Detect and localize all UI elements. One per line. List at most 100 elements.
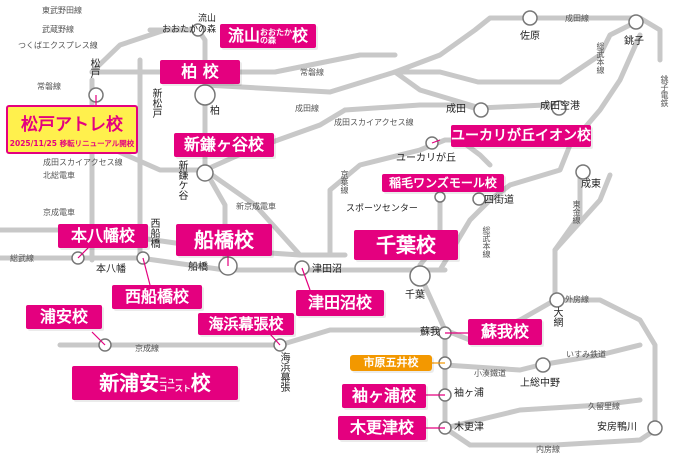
school-nagareyama-sub: おおたかの森 bbox=[260, 27, 292, 45]
station-label-chiba: 千葉 bbox=[405, 290, 425, 301]
station-label-funabashi: 船橋 bbox=[188, 262, 208, 273]
school-matsudo-atre[interactable]: 松戸アトレ校 2025/11/25 移転リニューアル開校 bbox=[6, 105, 138, 154]
togane-line bbox=[552, 172, 613, 253]
school-soga[interactable]: 蘇我校 bbox=[468, 319, 542, 345]
station-label-yukarigaoka: ユーカリが丘 bbox=[396, 153, 456, 164]
sobu-main-east bbox=[437, 32, 643, 273]
line-label-shin-keisei: 新京成電車 bbox=[236, 202, 276, 211]
station-label-motoyawata: 本八幡 bbox=[96, 264, 126, 275]
station-marker-narita bbox=[473, 102, 489, 118]
station-marker-kazusa-nakano bbox=[535, 357, 551, 373]
line-label-keiyo: 京葉線 bbox=[340, 170, 349, 194]
station-label-nishifunabashi: 西船橋 bbox=[148, 218, 159, 248]
line-label-narita-mid: 成田線 bbox=[295, 104, 319, 113]
line-label-sobu-left: 総武線 bbox=[10, 254, 34, 263]
station-label-makuhari: 海浜幕張 bbox=[278, 352, 289, 392]
school-yukarigaoka-aeon[interactable]: ユーカリが丘イオン校 bbox=[451, 125, 591, 147]
line-label-togane: 東金線 bbox=[572, 200, 581, 224]
connector-urayasu bbox=[91, 331, 106, 346]
school-nagareyama-main: 流山 bbox=[227, 26, 260, 45]
school-tsudanuma[interactable]: 津田沼校 bbox=[296, 290, 384, 316]
school-nishifunabashi[interactable]: 西船橋校 bbox=[112, 285, 202, 309]
school-nagareyama[interactable]: 流山おおたかの森校 bbox=[220, 24, 316, 48]
line-label-sotobo: 外房線 bbox=[565, 295, 589, 304]
kururi-line bbox=[442, 397, 643, 431]
station-label-sodegaura: 袖ヶ浦 bbox=[454, 388, 484, 399]
school-nagareyama-suffix: 校 bbox=[292, 26, 309, 45]
school-kisarazu[interactable]: 木更津校 bbox=[338, 416, 426, 440]
line-label-keisei-left: 京成電車 bbox=[43, 208, 75, 217]
sotobo-line-south bbox=[552, 297, 658, 433]
line-label-sobu-main: 総武本線 bbox=[596, 42, 605, 74]
school-shin-urayasu-suffix: 校 bbox=[190, 371, 211, 395]
school-kashiwa[interactable]: 柏 校 bbox=[160, 60, 240, 84]
station-label-oami: 大網 bbox=[551, 307, 562, 327]
connector-yukarigaoka bbox=[431, 139, 441, 144]
shin-keisei-line bbox=[202, 167, 303, 258]
station-label-kazusa-nakano: 上総中野 bbox=[520, 378, 560, 389]
narita-line-east bbox=[392, 17, 643, 85]
narita-line-north bbox=[392, 15, 663, 75]
station-label-matsudo: 松戸 bbox=[88, 58, 99, 78]
station-label-kashiwa: 柏 bbox=[210, 106, 220, 117]
school-matsudo-atre-name: 松戸アトレ校 bbox=[21, 115, 123, 135]
school-motoyawata[interactable]: 本八幡校 bbox=[58, 224, 148, 248]
line-label-tsukuba: つくばエクスプレス線 bbox=[18, 41, 98, 50]
line-label-narita-top: 成田線 bbox=[565, 14, 589, 23]
station-marker-otakanomori bbox=[191, 23, 205, 37]
station-label-tsudanuma: 津田沼 bbox=[312, 264, 342, 275]
station-marker-kashiwa bbox=[194, 84, 216, 106]
station-marker-yotsukaido bbox=[472, 192, 486, 206]
school-funabashi[interactable]: 船橋校 bbox=[176, 224, 272, 256]
line-label-tobu-noda: 東武野田線 bbox=[42, 6, 82, 15]
hokuso-line bbox=[89, 107, 348, 173]
school-inage[interactable]: 稲毛ワンズモール校 bbox=[382, 174, 504, 192]
school-shin-urayasu-main: 新浦安 bbox=[99, 371, 160, 395]
station-label-narita: 成田 bbox=[446, 104, 466, 115]
station-label-awa-kamogawa: 安房鴨川 bbox=[597, 422, 637, 433]
school-shin-urayasu[interactable]: 新浦安ニューコースト校 bbox=[72, 366, 238, 400]
station-label-sawara: 佐原 bbox=[520, 31, 540, 42]
station-label-sports-center: スポーツセンター bbox=[346, 204, 418, 214]
connector-makuhari bbox=[269, 333, 281, 346]
tobu-noda-line bbox=[89, 27, 228, 273]
isumi-line bbox=[537, 342, 643, 368]
station-marker-oami bbox=[549, 292, 565, 308]
school-ichihara-goi[interactable]: 市原五井校 bbox=[350, 355, 432, 371]
station-marker-sawara bbox=[522, 10, 538, 26]
keisei-line bbox=[0, 227, 348, 258]
station-label-soga: 蘇我 bbox=[420, 327, 440, 338]
school-chiba[interactable]: 千葉校 bbox=[354, 230, 458, 260]
station-label-kisarazu: 木更津 bbox=[454, 422, 484, 433]
line-label-isumi: いすみ鉄道 bbox=[566, 350, 606, 359]
school-urayasu[interactable]: 浦安校 bbox=[26, 305, 102, 329]
line-label-musashino: 武蔵野線 bbox=[42, 25, 74, 34]
line-label-sobu-main2: 総武本線 bbox=[482, 226, 491, 258]
station-label-naruto: 成東 bbox=[581, 179, 601, 190]
connector-nishifunabashi bbox=[142, 257, 151, 286]
school-kaihin-makuhari[interactable]: 海浜幕張校 bbox=[198, 313, 294, 335]
station-marker-awa-kamogawa bbox=[647, 420, 663, 436]
station-label-shin-kamagaya: 新鎌ケ谷 bbox=[176, 160, 187, 200]
connector-tsudanuma bbox=[301, 267, 311, 291]
line-label-kururi: 久留里線 bbox=[588, 402, 620, 411]
line-label-narita-sky-left: 成田スカイアクセス線 bbox=[43, 158, 123, 167]
station-label-narita-airport: 成田空港 bbox=[540, 101, 580, 112]
station-label-choshi: 銚子 bbox=[624, 36, 644, 47]
line-label-keisei: 京成線 bbox=[135, 344, 159, 353]
line-label-narita-sky: 成田スカイアクセス線 bbox=[334, 118, 414, 127]
station-label-shin-matsudo: 新松戸 bbox=[150, 88, 161, 118]
station-marker-naruto bbox=[575, 164, 591, 180]
kominato-line bbox=[442, 362, 543, 373]
school-shinkamagaya[interactable]: 新鎌ヶ谷校 bbox=[174, 133, 274, 157]
school-shin-urayasu-sub: ニューコースト bbox=[159, 375, 191, 393]
station-marker-shin-kamagaya bbox=[196, 164, 214, 182]
station-label-yotsukaido: 四街道 bbox=[484, 195, 514, 206]
station-marker-narita-airport bbox=[551, 100, 567, 116]
school-sodegaura[interactable]: 袖ヶ浦校 bbox=[342, 384, 426, 408]
connector-motoyawata bbox=[77, 245, 91, 259]
line-label-kominato: 小湊鐵道 bbox=[474, 369, 506, 378]
line-label-joban-top: 常磐線 bbox=[300, 68, 324, 77]
